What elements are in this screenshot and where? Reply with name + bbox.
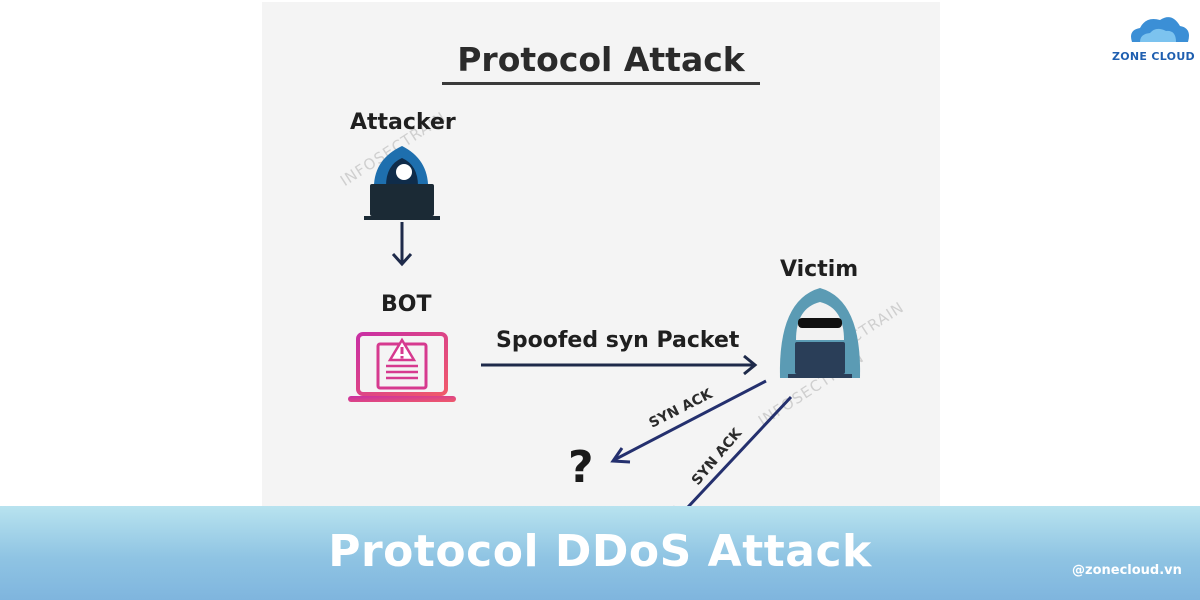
bot-laptop-icon (348, 332, 456, 402)
title-underline (442, 82, 760, 85)
social-handle: @zonecloud.vn (1072, 563, 1182, 578)
attacker-to-bot-arrow (391, 222, 413, 267)
bottom-banner (0, 506, 1200, 600)
unknown-destination-1: ? (568, 442, 594, 493)
spoofed-packet-label: Spoofed syn Packet (496, 328, 740, 353)
brand-name: ZONE CLOUD (1112, 50, 1195, 63)
victim-hacker-icon (779, 288, 861, 378)
attacker-label: Attacker (350, 110, 456, 135)
diagram-title: Protocol Attack (457, 40, 745, 79)
banner-title: Protocol DDoS Attack (328, 526, 872, 577)
syn-ack-arrow-1 (610, 379, 767, 464)
spoofed-packet-arrow (481, 354, 758, 376)
bot-label: BOT (381, 292, 432, 317)
attacker-hacker-icon (364, 146, 440, 220)
victim-label: Victim (780, 257, 859, 282)
